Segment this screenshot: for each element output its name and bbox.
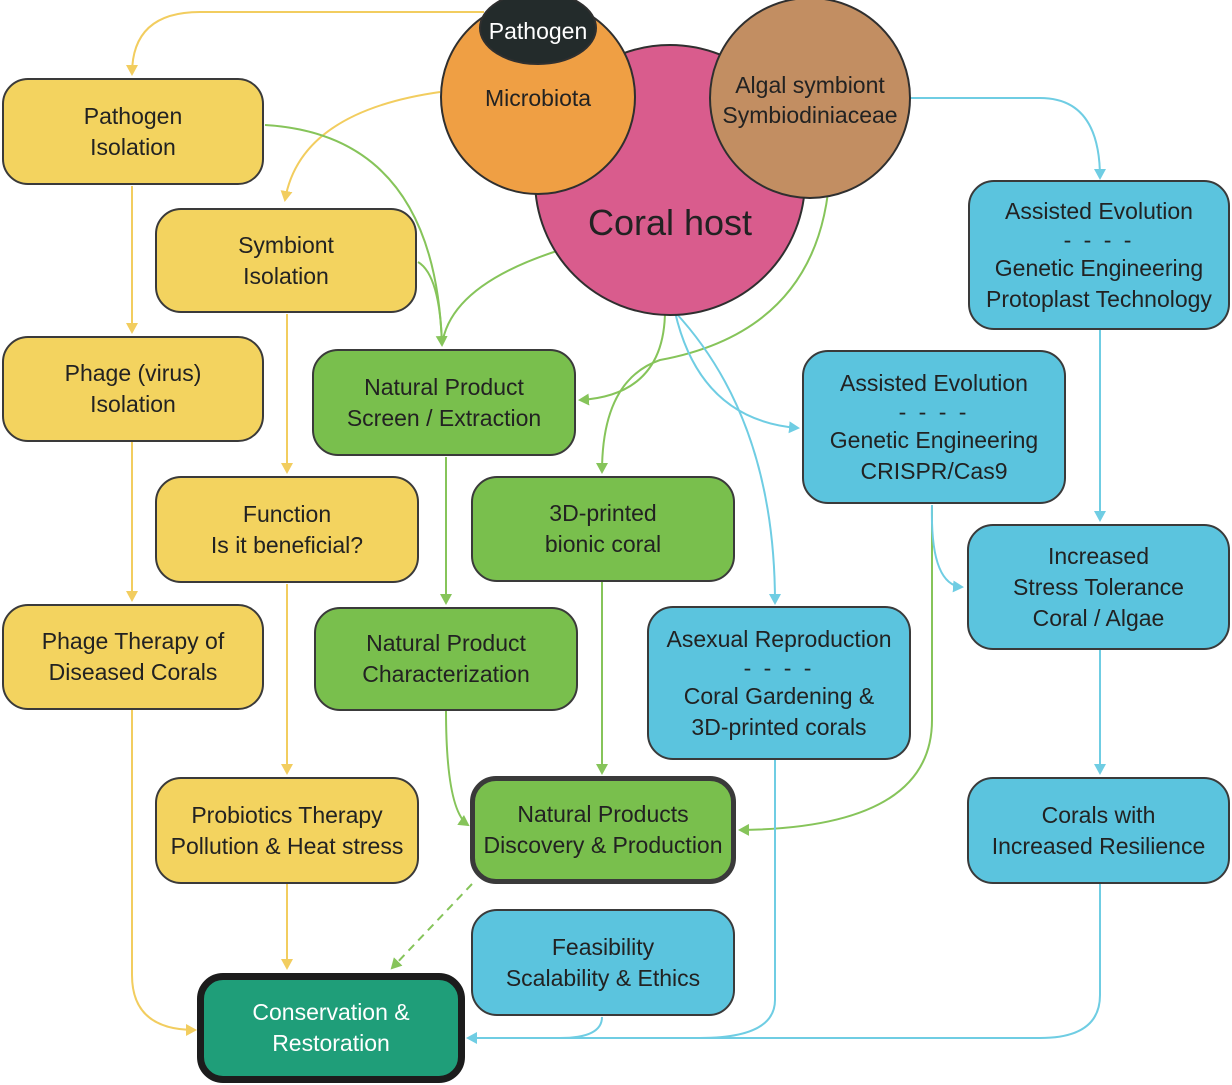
symbiont-isolation-line-2: Isolation xyxy=(243,262,329,289)
arrow-symbiont-iso-to-np-screen xyxy=(417,261,443,346)
arrow-algal-to-assisted-evolution-top xyxy=(905,97,1106,180)
conservation-line-1: Conservation & xyxy=(252,999,410,1025)
bionic-coral-box: 3D-printed bionic coral xyxy=(471,476,735,582)
arrow-np-char-to-np-discovery xyxy=(445,709,470,827)
stress-tolerance-line-2: Stress Tolerance xyxy=(1013,573,1184,600)
phage-isolation-line-1: Phage (virus) xyxy=(64,360,202,386)
feasibility-box: Feasibility Scalability & Ethics xyxy=(471,909,735,1016)
arrow-np-discovery-to-conservation xyxy=(390,883,473,970)
probiotics-line-2: Pollution & Heat stress xyxy=(170,832,404,859)
probiotics-therapy-box: Probiotics Therapy Pollution & Heat stre… xyxy=(155,777,419,884)
pathogen-circle xyxy=(479,0,597,65)
arrow-coral-host-to-asexual xyxy=(674,311,781,605)
symbiont-isolation-box: Symbiont Isolation xyxy=(155,208,417,313)
np-characterization-line-2: Characterization xyxy=(362,661,530,687)
np-characterization-box: Natural Product Characterization xyxy=(314,607,578,711)
arrow-coral-host-to-np-screen xyxy=(441,249,561,346)
asexual-line-3: Coral Gardening & xyxy=(683,682,875,709)
phage-isolation-box: Phage (virus) Isolation xyxy=(2,336,264,442)
bionic-coral-line-1: 3D-printed xyxy=(549,500,657,526)
arrow-pathogen-to-pathogen-isolation xyxy=(126,11,484,76)
stress-tolerance-box: Increased Stress Tolerance Coral / Algae xyxy=(967,524,1230,650)
np-screen-line-1: Natural Product xyxy=(364,373,524,400)
pathogen-isolation-line-2: Isolation xyxy=(90,133,176,160)
assisted-evolution-top-separator: - - - - xyxy=(1063,226,1135,253)
feasibility-line-1: Feasibility xyxy=(551,933,655,960)
stress-tolerance-line-1: Increased xyxy=(1047,542,1149,569)
arrow-algal-to-bionic-coral xyxy=(596,169,831,474)
stress-tolerance-line-3: Coral / Algae xyxy=(1032,604,1165,631)
np-discovery-box: Natural Products Discovery & Production xyxy=(470,776,736,884)
np-characterization-line-1: Natural Product xyxy=(366,630,526,656)
phage-isolation-line-2: Isolation xyxy=(90,391,176,417)
pathogen-label: Pathogen xyxy=(488,18,588,44)
arrow-feasibility-to-conservation xyxy=(559,1016,603,1039)
assisted-evolution-mid-line-4: CRISPR/Cas9 xyxy=(860,457,1008,484)
coral-host-label: Coral host xyxy=(587,202,753,243)
resilience-box: Corals with Increased Resilience xyxy=(967,777,1230,884)
arrow-microbiota-to-symbiont-isolation xyxy=(280,91,441,202)
resilience-line-1: Corals with xyxy=(1041,801,1156,828)
assisted-evolution-mid-line-3: Genetic Engineering xyxy=(829,426,1039,453)
asexual-line-4: 3D-printed corals xyxy=(691,713,867,740)
algal-symbiont-label: Algal symbiont Symbiodiniaceae xyxy=(722,70,897,130)
resilience-line-2: Increased Resilience xyxy=(991,832,1206,859)
np-screen-line-2: Screen / Extraction xyxy=(346,404,542,431)
assisted-evolution-top-line-4: Protoplast Technology xyxy=(986,285,1212,312)
assisted-evolution-mid-box: Assisted Evolution - - - - Genetic Engin… xyxy=(802,350,1066,504)
assisted-evolution-mid-line-1: Assisted Evolution xyxy=(840,369,1028,396)
arrow-resilience-to-conservation xyxy=(466,884,1101,1044)
function-box: Function Is it beneficial? xyxy=(155,476,419,583)
assisted-evolution-top-box: Assisted Evolution - - - - Genetic Engin… xyxy=(968,180,1230,330)
bionic-coral-line-2: bionic coral xyxy=(544,531,662,557)
arrow-pathogen-iso-to-np-screen xyxy=(264,124,448,347)
asexual-line-1: Asexual Reproduction xyxy=(666,625,892,652)
feasibility-line-2: Scalability & Ethics xyxy=(505,964,701,991)
phage-therapy-box: Phage Therapy of Diseased Corals xyxy=(2,604,264,710)
phage-therapy-line-1: Phage Therapy of xyxy=(41,628,225,654)
np-discovery-line-1: Natural Products xyxy=(517,801,689,827)
np-discovery-line-2: Discovery & Production xyxy=(483,832,723,858)
asexual-separator: - - - - xyxy=(743,654,815,681)
arrow-crispr-to-stress xyxy=(930,504,964,593)
assisted-evolution-mid-separator: - - - - xyxy=(898,398,970,425)
algal-symbiont-circle xyxy=(709,0,911,199)
arrow-crispr-to-np-discovery xyxy=(738,505,933,836)
probiotics-line-1: Probiotics Therapy xyxy=(191,801,383,828)
arrow-asexual-to-conservation xyxy=(699,760,776,1039)
assisted-evolution-top-line-3: Genetic Engineering xyxy=(994,254,1204,281)
conservation-line-2: Restoration xyxy=(272,1030,390,1056)
asexual-reproduction-box: Asexual Reproduction - - - - Coral Garde… xyxy=(647,606,911,760)
algal-symbiont-line-1: Algal symbiont xyxy=(735,72,885,98)
arrow-coral-host-to-crispr xyxy=(674,311,800,434)
microbiota-label: Microbiota xyxy=(484,85,592,111)
arrow-coral-host-to-np-screen-right xyxy=(578,309,666,406)
arrow-phage-therapy-to-conservation xyxy=(131,710,197,1036)
function-line-2: Is it beneficial? xyxy=(210,531,364,558)
function-line-1: Function xyxy=(242,500,332,527)
assisted-evolution-top-line-1: Assisted Evolution xyxy=(1005,197,1193,224)
pathogen-isolation-box: Pathogen Isolation xyxy=(2,78,264,185)
conservation-restoration-box: Conservation & Restoration xyxy=(197,973,465,1083)
pathogen-isolation-line-1: Pathogen xyxy=(83,102,183,129)
phage-therapy-line-2: Diseased Corals xyxy=(48,659,218,685)
np-screen-box: Natural Product Screen / Extraction xyxy=(312,349,576,456)
symbiont-isolation-line-1: Symbiont xyxy=(238,231,334,258)
algal-symbiont-line-2: Symbiodiniaceae xyxy=(722,102,898,128)
